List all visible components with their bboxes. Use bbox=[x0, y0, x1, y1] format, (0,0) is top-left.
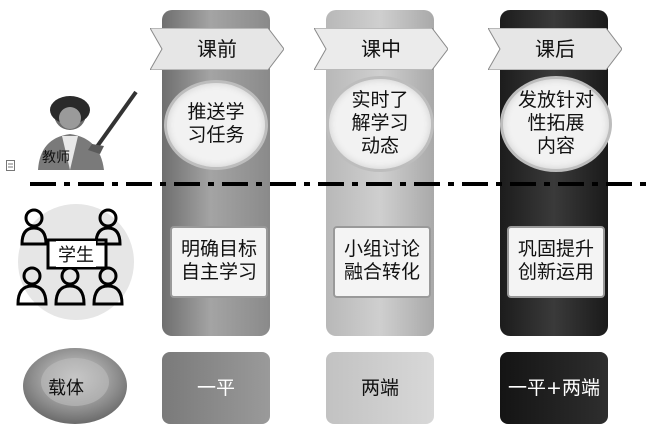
carrier-icon bbox=[23, 348, 127, 424]
student-activity: 明确目标 自主学习 bbox=[180, 238, 257, 283]
carrier-label: 一平 bbox=[196, 377, 235, 399]
carrier-row-label: 载体 bbox=[48, 378, 84, 399]
phase-banner-pre: 课前 bbox=[150, 28, 284, 70]
teacher-activity: 推送学 习任务 bbox=[187, 101, 245, 146]
phase-label: 课中 bbox=[361, 37, 401, 61]
teacher-activity: 发放针对 性拓展 内容 bbox=[517, 89, 594, 157]
teacher-bubble-post: 发放针对 性拓展 内容 bbox=[500, 76, 612, 172]
carrier-box-in: 两端 bbox=[326, 352, 434, 424]
phase-label: 课后 bbox=[535, 37, 575, 61]
student-label: 学生 bbox=[56, 241, 96, 267]
student-box-in: 小组讨论 融合转化 bbox=[333, 226, 431, 298]
carrier-box-pre: 一平 bbox=[162, 352, 270, 424]
carrier-label: 一平+两端 bbox=[508, 377, 600, 399]
teacher-bubble-pre: 推送学 习任务 bbox=[164, 80, 268, 170]
carrier-box-post: 一平+两端 bbox=[500, 352, 608, 424]
teacher-bubble-in: 实时了 解学习 动态 bbox=[326, 76, 434, 172]
teacher-label: 教师 bbox=[42, 150, 70, 166]
student-activity: 巩固提升 创新运用 bbox=[517, 238, 594, 283]
divider-line bbox=[30, 182, 648, 186]
teacher-icon bbox=[38, 90, 138, 170]
student-activity: 小组讨论 融合转化 bbox=[343, 238, 420, 283]
phase-banner-post: 课后 bbox=[488, 28, 622, 70]
student-box-post: 巩固提升 创新运用 bbox=[507, 226, 605, 298]
teacher-activity: 实时了 解学习 动态 bbox=[351, 89, 409, 157]
document-icon bbox=[6, 160, 15, 171]
phase-banner-in: 课中 bbox=[314, 28, 448, 70]
phase-label: 课前 bbox=[197, 37, 237, 61]
student-box-pre: 明确目标 自主学习 bbox=[170, 226, 268, 298]
carrier-label: 两端 bbox=[360, 377, 399, 399]
